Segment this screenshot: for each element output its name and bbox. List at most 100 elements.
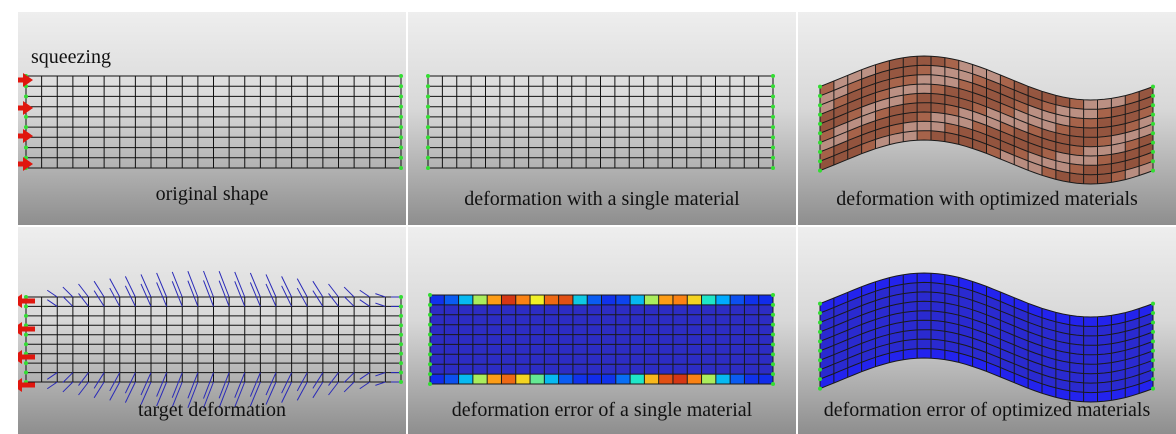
mesh-cell bbox=[861, 120, 876, 136]
mesh-cell bbox=[917, 292, 931, 302]
mesh-cell bbox=[430, 324, 445, 335]
mesh-cell bbox=[1069, 116, 1084, 128]
mesh-cell bbox=[917, 301, 931, 311]
mesh-cell bbox=[972, 281, 987, 296]
mesh-single-material bbox=[408, 12, 796, 225]
mesh-cell bbox=[672, 295, 688, 305]
mesh-cell bbox=[1014, 307, 1029, 323]
mesh-cell bbox=[672, 314, 688, 325]
mesh-cell bbox=[472, 324, 488, 335]
mesh-cell bbox=[458, 354, 473, 365]
mesh-cell bbox=[1111, 95, 1126, 108]
mesh-cell bbox=[986, 352, 1001, 368]
mesh-cell bbox=[1097, 135, 1112, 147]
mesh-cell bbox=[972, 101, 987, 117]
mesh-cell bbox=[730, 354, 745, 365]
displacement-vector bbox=[78, 283, 89, 298]
mesh-cell bbox=[917, 56, 931, 66]
mesh-cell bbox=[1014, 316, 1029, 332]
mesh-cell bbox=[1000, 339, 1015, 355]
mesh-cell bbox=[701, 374, 716, 384]
panel-background bbox=[18, 12, 406, 225]
mesh-cell bbox=[1069, 343, 1084, 355]
mesh-cell bbox=[730, 344, 745, 355]
mesh-cell bbox=[487, 374, 502, 384]
displacement-vector bbox=[93, 280, 105, 298]
mesh-cell bbox=[730, 324, 745, 335]
mesh-cell bbox=[1000, 348, 1015, 364]
mesh-cell bbox=[847, 135, 862, 150]
mesh-cell bbox=[1055, 114, 1070, 127]
boundary-marker bbox=[399, 332, 403, 337]
mesh-cell bbox=[861, 328, 876, 344]
mesh-cell bbox=[1069, 390, 1084, 402]
mesh-cell bbox=[444, 374, 459, 384]
displacement-vector bbox=[328, 372, 339, 386]
displacement-vector bbox=[265, 381, 277, 405]
mesh-cell bbox=[847, 69, 862, 85]
mesh-cell bbox=[458, 304, 473, 315]
boundary-marker bbox=[426, 74, 430, 78]
mesh-cell bbox=[847, 333, 862, 349]
mesh-cell bbox=[833, 84, 848, 100]
force-arrow-head bbox=[18, 378, 22, 392]
boundary-marker bbox=[399, 145, 403, 150]
mesh-cell bbox=[1028, 322, 1042, 337]
mesh-cell bbox=[487, 344, 502, 355]
mesh-cell bbox=[889, 104, 904, 117]
displacement-vector bbox=[234, 271, 246, 298]
boundary-marker bbox=[428, 382, 432, 386]
mesh-cell bbox=[630, 374, 645, 384]
mesh-cell bbox=[1111, 340, 1126, 354]
displacement-vector bbox=[359, 289, 371, 298]
mesh-cell bbox=[833, 140, 848, 156]
displacement-vector bbox=[375, 302, 386, 307]
boundary-marker bbox=[1151, 367, 1155, 372]
force-arrow-head bbox=[18, 350, 22, 364]
mesh-cell bbox=[615, 334, 631, 345]
displacement-vector bbox=[46, 372, 58, 380]
mesh-cell bbox=[1111, 312, 1126, 325]
mesh-cell bbox=[515, 354, 531, 365]
mesh-cell bbox=[1069, 334, 1084, 346]
displacement-vector bbox=[203, 372, 214, 399]
mesh-cell bbox=[944, 293, 959, 306]
mesh-cell bbox=[833, 93, 848, 110]
mesh-cell bbox=[1097, 315, 1112, 327]
mesh-cell bbox=[630, 295, 645, 305]
mesh-cell bbox=[658, 354, 673, 365]
mesh-cell bbox=[644, 364, 659, 375]
displacement-vector bbox=[109, 381, 121, 401]
mesh-cell bbox=[931, 130, 945, 142]
mesh-cell bbox=[1069, 135, 1084, 147]
displacement-vector bbox=[359, 299, 371, 307]
mesh-cell bbox=[833, 358, 848, 374]
boundary-marker bbox=[1151, 121, 1155, 126]
mesh-cell bbox=[658, 324, 673, 335]
displacement-vector bbox=[265, 372, 277, 396]
boundary-marker bbox=[24, 114, 28, 119]
mesh-cell bbox=[1000, 301, 1015, 317]
mesh-cell bbox=[833, 103, 848, 119]
mesh-cell bbox=[1014, 326, 1029, 342]
boundary-marker bbox=[818, 339, 822, 344]
displacement-vector bbox=[171, 271, 183, 298]
mesh-cell bbox=[544, 314, 559, 325]
mesh-cell bbox=[730, 304, 745, 315]
mesh-cell bbox=[903, 339, 918, 351]
mesh-cell bbox=[1028, 369, 1042, 384]
mesh-cell bbox=[1014, 146, 1029, 161]
mesh-cell bbox=[672, 324, 688, 335]
mesh-cell bbox=[861, 92, 876, 108]
displacement-vector bbox=[249, 282, 261, 307]
mesh-cell bbox=[820, 326, 834, 342]
mesh-cell bbox=[986, 324, 1001, 340]
mesh-cell bbox=[558, 304, 573, 315]
mesh-cell bbox=[658, 374, 673, 384]
mesh-cell bbox=[944, 302, 959, 316]
mesh-cell bbox=[820, 137, 834, 152]
mesh-cell bbox=[917, 310, 931, 321]
mesh-cell bbox=[1139, 341, 1153, 356]
mesh-cell bbox=[986, 125, 1001, 141]
mesh-cell bbox=[820, 90, 834, 106]
